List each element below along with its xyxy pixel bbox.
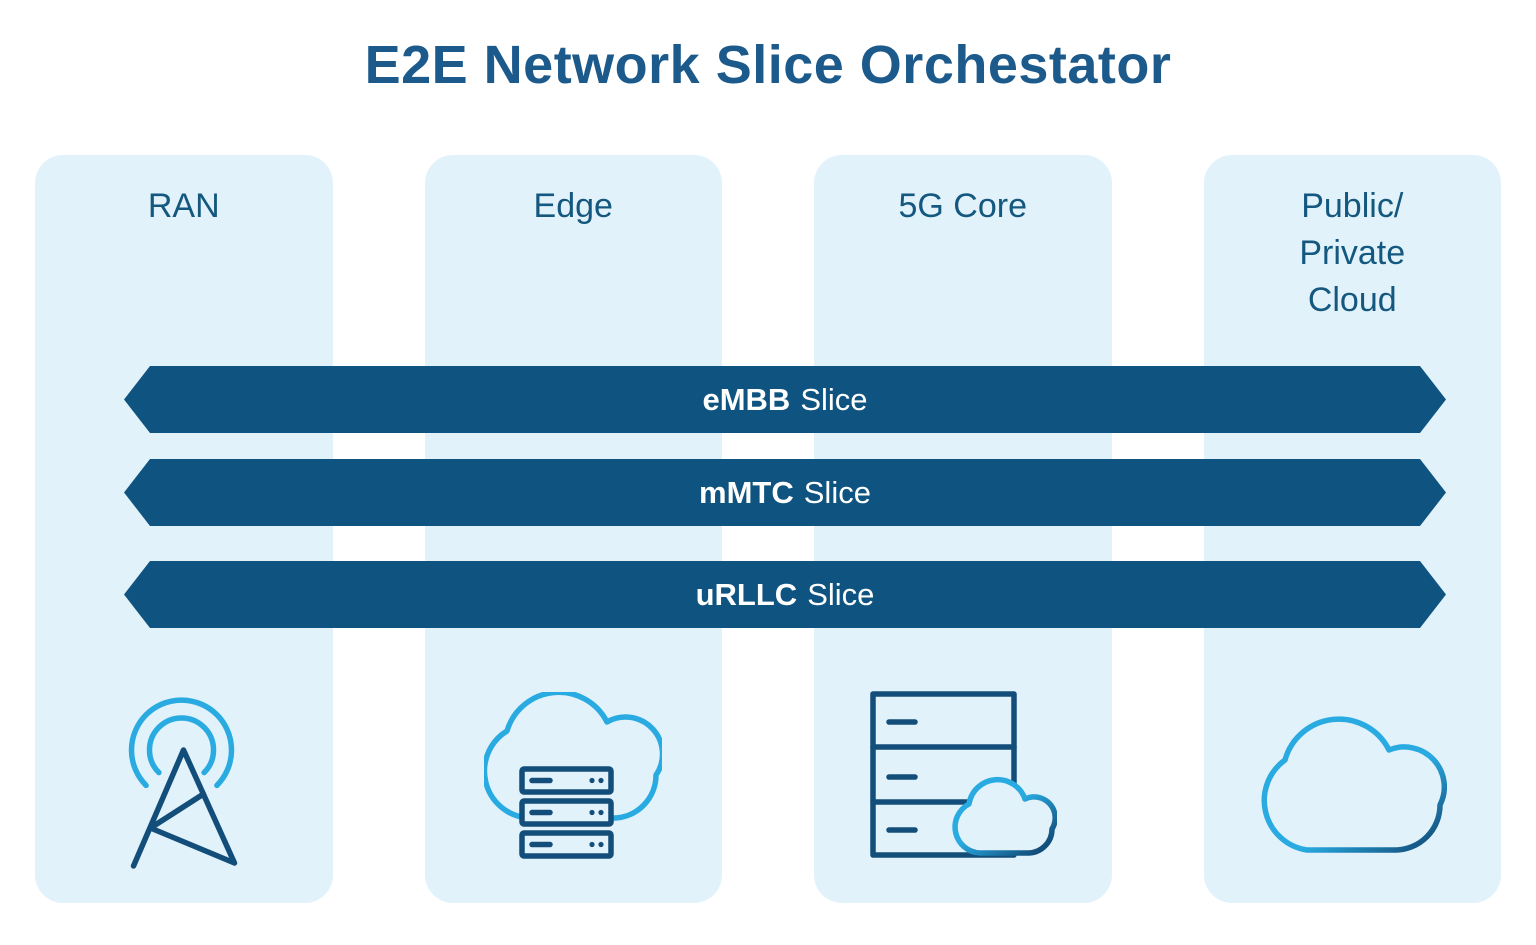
slice-bar-embb: eMBB Slice: [124, 366, 1446, 433]
column-label-public-private-cloud: Public/ Private Cloud: [1299, 187, 1406, 319]
radio-tower-icon: [126, 690, 241, 877]
column-ran: RAN: [35, 155, 333, 903]
slice-name: uRLLC: [695, 576, 798, 612]
column-edge: Edge: [424, 155, 722, 903]
slice-name: mMTC: [699, 474, 794, 510]
slice-bar-mmtc: mMTC Slice: [124, 459, 1446, 526]
column-public-private-cloud: Public/ Private Cloud: [1203, 155, 1501, 903]
server-rack-cloud-icon: [869, 690, 1058, 867]
slice-name: eMBB: [702, 381, 791, 417]
slice-suffix: Slice: [800, 381, 868, 417]
cloud-icon: [1257, 712, 1448, 863]
column-label-5g-core: 5G Core: [898, 187, 1028, 225]
slice-suffix: Slice: [803, 474, 871, 510]
slice-suffix: Slice: [807, 576, 875, 612]
page-title: E2E Network Slice Orchestator: [364, 35, 1172, 95]
column-label-ran: RAN: [147, 187, 220, 225]
slice-bar-urllc: uRLLC Slice: [124, 561, 1446, 628]
column-5g-core: 5G Core: [814, 155, 1112, 903]
cloud-servers-icon: [482, 689, 666, 867]
column-label-edge: Edge: [533, 187, 613, 225]
columns-row: RAN Edge: [35, 155, 1501, 903]
